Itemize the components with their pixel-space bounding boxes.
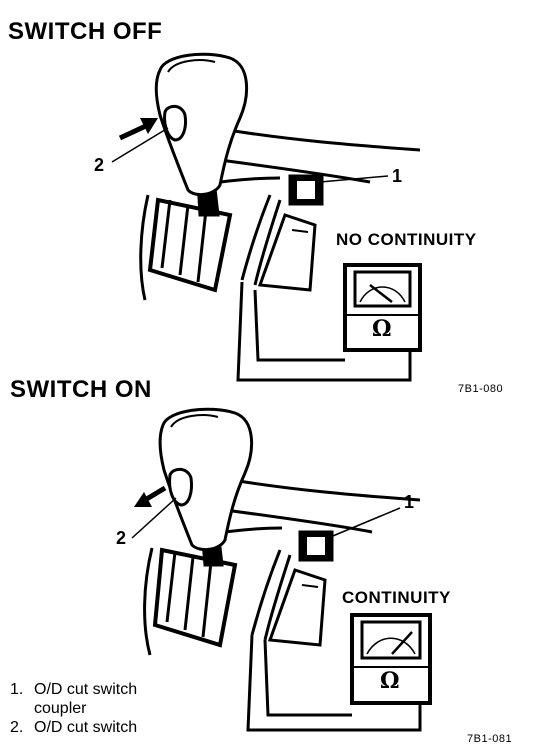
callout-od-cut-switch-coupler: 1 xyxy=(392,166,403,186)
legend-number: 2. xyxy=(10,719,24,736)
shift-knob xyxy=(158,407,254,552)
legend-item: 2. O/D cut switch xyxy=(10,718,137,737)
switch-off-illustration xyxy=(111,52,422,382)
od-cut-switch-coupler xyxy=(250,530,334,647)
figure-code: 7B1-080 xyxy=(458,383,504,395)
od-cut-switch-button xyxy=(163,104,187,142)
legend-item: 1. O/D cut switch coupler xyxy=(10,680,137,718)
ohmmeter-off xyxy=(343,263,422,352)
ohmmeter-on xyxy=(350,613,432,705)
od-cut-switch-button xyxy=(168,467,193,507)
legend-text: O/D cut switch xyxy=(34,719,138,736)
switch-on-illustration xyxy=(131,407,432,732)
od-cut-switch-coupler xyxy=(240,174,324,292)
legend-text: O/D cut switch xyxy=(34,681,138,698)
callout-od-cut-switch: 2 xyxy=(94,155,105,175)
ohm-symbol: Ω xyxy=(380,668,400,694)
ohm-symbol: Ω xyxy=(372,316,392,342)
switch-off-heading: SWITCH OFF xyxy=(8,18,163,45)
figure-code: 7B1-081 xyxy=(467,733,513,745)
parts-legend: 1. O/D cut switch coupler 2. O/D cut switc… xyxy=(10,680,137,737)
legend-number: 1. xyxy=(10,681,24,698)
callout-od-cut-switch-coupler: 1 xyxy=(404,492,415,512)
release-arrow xyxy=(143,485,167,503)
no-continuity-label: NO CONTINUITY xyxy=(336,230,477,249)
switch-on-heading: SWITCH ON xyxy=(10,376,152,403)
legend-text-continued: coupler xyxy=(34,700,87,717)
continuity-label: CONTINUITY xyxy=(342,588,451,607)
callout-od-cut-switch: 2 xyxy=(116,528,127,548)
shift-knob xyxy=(154,52,249,197)
